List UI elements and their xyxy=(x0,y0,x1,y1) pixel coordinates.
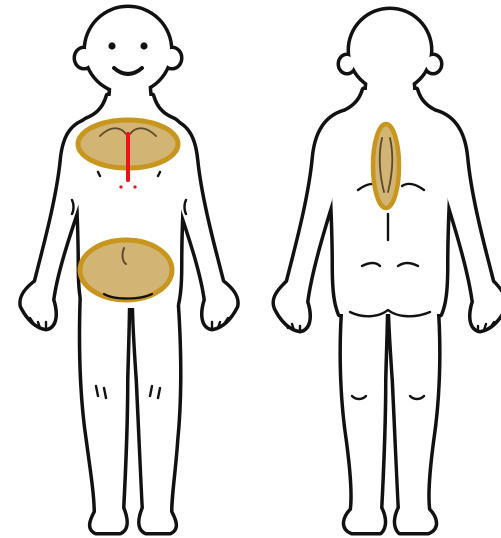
front-left-eye xyxy=(108,42,115,49)
front-right-eye xyxy=(140,42,147,49)
front-body-figure xyxy=(22,8,237,532)
front-abdomen-region xyxy=(80,240,172,300)
back-body-figure xyxy=(275,10,501,532)
back-upper-back-region xyxy=(373,124,399,208)
